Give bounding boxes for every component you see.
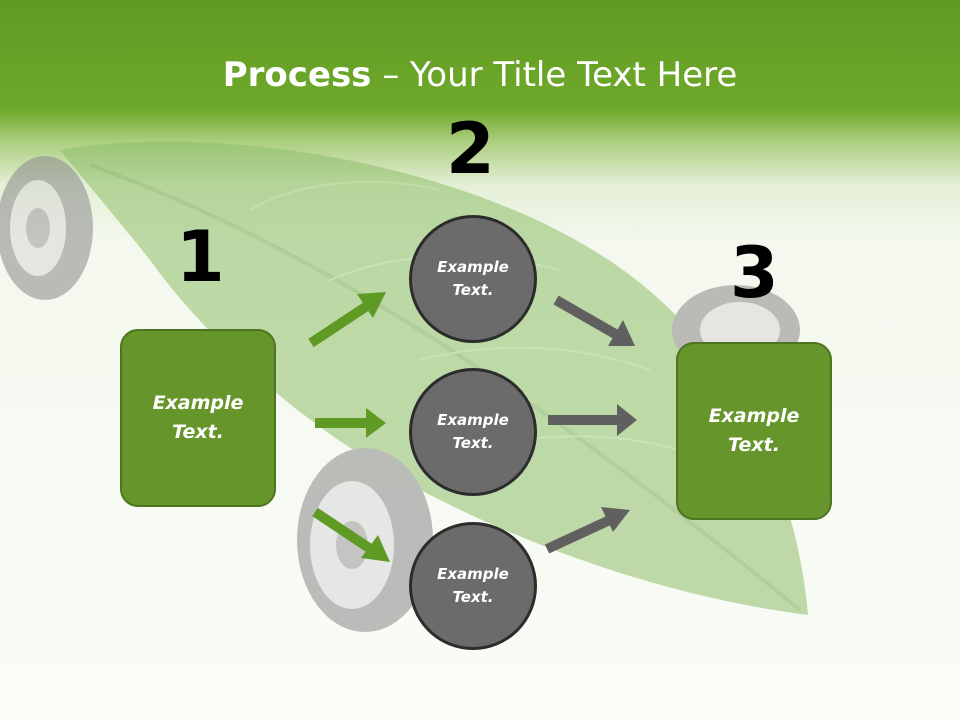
circle-top-label: Example Text. <box>437 258 509 299</box>
arrow-from-bottom-circle <box>544 507 630 554</box>
slide-title: Process – Your Title Text Here <box>0 52 960 98</box>
step-3-box-label: Example Text. <box>708 405 800 456</box>
arrow-to-top-circle <box>308 292 386 348</box>
arrow-from-top-circle <box>553 295 635 346</box>
step-number-2: 2 <box>446 108 495 190</box>
step-number-3: 3 <box>730 232 779 314</box>
step-2-circle-middle: Example Text. <box>409 368 537 496</box>
arrow-to-bottom-circle <box>312 507 390 562</box>
step-2-circle-bottom: Example Text. <box>409 522 537 650</box>
circle-bottom-label: Example Text. <box>437 565 509 606</box>
arrow-to-middle-circle <box>315 408 386 438</box>
step-2-circle-top: Example Text. <box>409 215 537 343</box>
step-1-box: Example Text. <box>120 329 276 507</box>
title-rest: – Your Title Text Here <box>371 55 738 95</box>
title-bold: Process <box>222 55 372 95</box>
step-number-1: 1 <box>176 216 225 298</box>
circle-middle-label: Example Text. <box>437 411 509 452</box>
arrow-from-middle-circle <box>548 404 637 436</box>
step-3-box: Example Text. <box>676 342 832 520</box>
step-1-box-label: Example Text. <box>152 392 244 443</box>
